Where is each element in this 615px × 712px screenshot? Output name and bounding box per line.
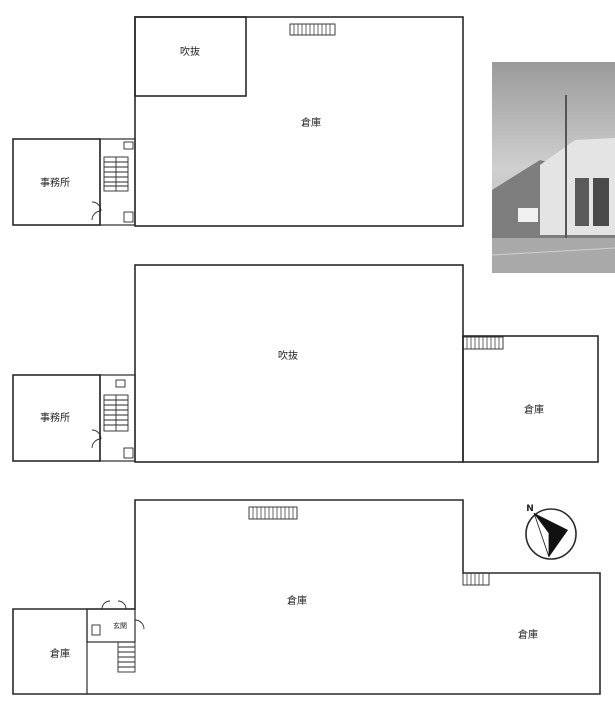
upper-toilet (123, 211, 134, 223)
ground-stairs (117, 641, 136, 673)
upper-office-label: 事務所 (40, 176, 70, 189)
ground-entrance-label: 玄関 (113, 621, 127, 630)
middle-atrium-label: 吹抜 (278, 349, 298, 362)
middle-office-label: 事務所 (40, 411, 70, 424)
upper-atrium-label: 吹抜 (180, 45, 200, 58)
upper-stairs (103, 156, 129, 192)
middle-floor-plan (12, 264, 599, 463)
upper-door-swing (91, 201, 102, 212)
building-photo (491, 62, 615, 273)
upper-atrium-room (134, 16, 247, 97)
middle-atrium-room (134, 264, 464, 463)
north-label: N (526, 504, 534, 514)
ground-floor-plan (12, 499, 601, 695)
ground-warehouse-left-label: 倉庫 (50, 647, 70, 660)
upper-warehouse-room (134, 16, 464, 227)
ground-warehouse-right-label: 倉庫 (518, 628, 538, 641)
upper-floor-plan (12, 16, 464, 227)
upper-sink (123, 141, 134, 150)
middle-stairs (103, 394, 129, 432)
middle-stair-core (99, 374, 136, 462)
middle-warehouse-room (462, 335, 599, 463)
north-arrow-icon (525, 508, 577, 560)
middle-warehouse-label: 倉庫 (524, 403, 544, 416)
upper-vent-grille (289, 23, 336, 36)
upper-stair-core (99, 138, 136, 226)
ground-entrance-room (86, 608, 136, 643)
upper-warehouse-label: 倉庫 (301, 116, 321, 129)
ground-warehouse-main-label: 倉庫 (287, 594, 307, 607)
